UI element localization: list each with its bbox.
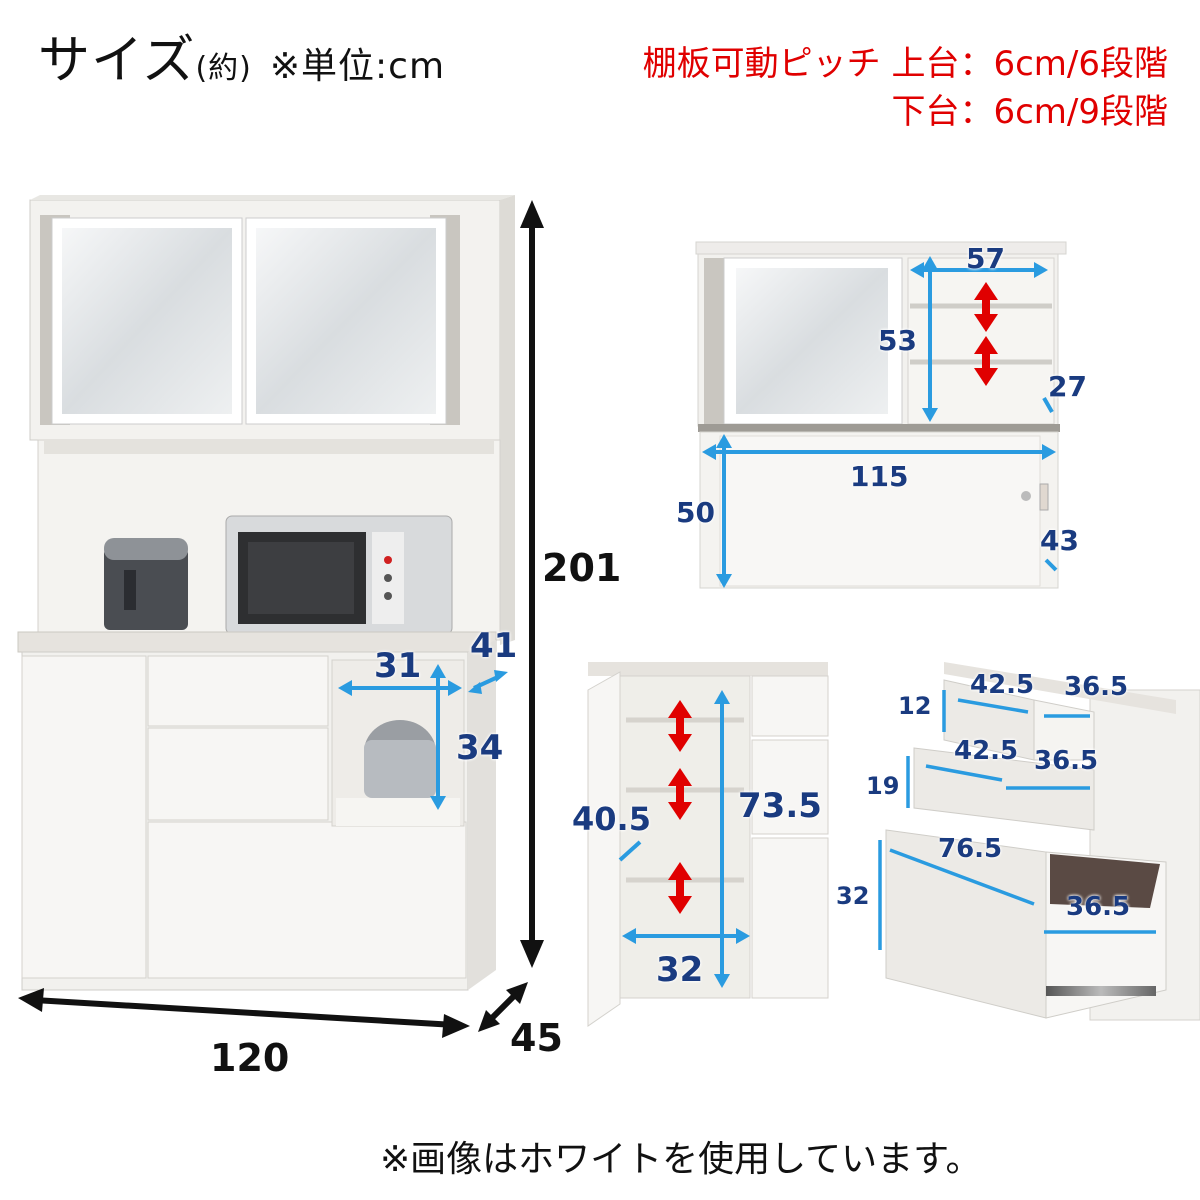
pitch-label: 棚板可動ピッチ	[642, 44, 881, 84]
drawer-1	[147, 655, 329, 727]
drawer1-height: 12	[898, 692, 932, 720]
shelf-pitch-note: 棚板可動ピッチ 上台：6cm/6段階 下台：6cm/9段階	[643, 40, 1168, 136]
counter-height: 50	[676, 496, 715, 529]
countertop	[17, 631, 497, 653]
cabinet-door-open	[587, 671, 621, 1027]
pitch-upper: 上台：6cm/6段階	[891, 44, 1168, 84]
cabinet-interior-illustration	[587, 662, 829, 1027]
drawer-3	[147, 821, 467, 979]
drawer1-depth: 36.5	[1064, 672, 1129, 702]
open-counter	[17, 439, 501, 653]
drawer2-depth: 36.5	[1034, 746, 1099, 776]
cabinet-depth: 40.5	[572, 800, 651, 838]
base-cabinet	[21, 640, 496, 991]
slide-depth-dimension: 41	[470, 626, 518, 666]
drawer2-height: 19	[866, 772, 900, 800]
footnote: ※画像はホワイトを使用しています。	[380, 1139, 982, 1180]
slide-shelf-dimension-lines	[338, 664, 508, 810]
drawer2-width: 42.5	[954, 736, 1019, 766]
drawer3-width: 76.5	[938, 834, 1003, 864]
counter-depth: 43	[1040, 524, 1079, 557]
hinged-door	[21, 655, 147, 979]
drawer-interior-illustration	[885, 662, 1200, 1021]
upper-hutch	[29, 195, 515, 645]
drawer-dimension-lines	[878, 690, 1156, 950]
width-dimension: 120	[210, 1036, 290, 1080]
depth-dimension: 45	[510, 1016, 563, 1060]
slide-height-dimension: 34	[456, 728, 504, 768]
height-dimension: 201	[542, 546, 622, 590]
drawer3-depth: 36.5	[1066, 892, 1131, 922]
main-dimension-arrows	[18, 200, 544, 1038]
upper-shelf-width: 57	[966, 242, 1005, 275]
page-title: サイズ(約) ※単位:cm	[38, 18, 445, 93]
title-text: サイズ	[38, 31, 196, 91]
microwave-oven	[225, 515, 453, 635]
cabinet-interior-dimension-lines	[618, 690, 750, 988]
drawer1-width: 42.5	[970, 670, 1035, 700]
upper-detail-illustration	[695, 241, 1067, 589]
title-approx: (約)	[195, 51, 252, 86]
drawer-2	[147, 727, 329, 821]
upper-shelf-height: 53	[878, 324, 917, 357]
upper-shelf-pitch-arrows	[974, 282, 998, 386]
counter-width: 115	[850, 460, 909, 493]
cabinet-height: 73.5	[738, 786, 822, 826]
unit-note: ※単位:cm	[269, 46, 446, 87]
cabinet-width: 32	[656, 950, 704, 990]
upper-shelf-depth: 27	[1048, 370, 1087, 403]
cabinet-shelf-pitch-arrows	[668, 700, 692, 914]
upper-detail-dimension-lines	[702, 256, 1058, 588]
electric-pot	[104, 538, 188, 630]
slide-width-dimension: 31	[374, 646, 422, 686]
open-drawer-2	[913, 747, 1095, 831]
pitch-lower: 下台：6cm/9段階	[891, 92, 1168, 132]
drawer3-height: 32	[836, 882, 870, 910]
